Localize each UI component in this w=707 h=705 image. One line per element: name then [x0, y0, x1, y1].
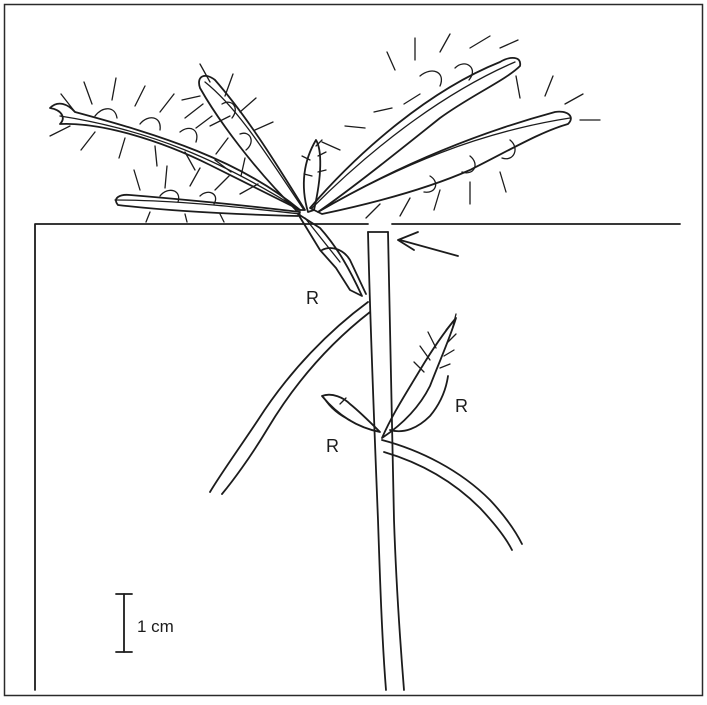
scale-bar	[116, 594, 132, 652]
root-bud-label-left: R	[326, 437, 339, 455]
leaf-rosette	[50, 34, 600, 222]
root-bud-label-right: R	[455, 397, 468, 415]
arrow-indicator	[398, 232, 458, 256]
root-bud-left	[322, 395, 380, 432]
lateral-root-lower	[382, 440, 522, 550]
figure-frame	[5, 5, 703, 696]
root-bud-label-upper: R	[306, 289, 319, 307]
root-bud-right	[382, 314, 456, 438]
crown	[298, 214, 366, 296]
main-root	[368, 232, 404, 690]
scale-bar-label: 1 cm	[137, 618, 174, 635]
